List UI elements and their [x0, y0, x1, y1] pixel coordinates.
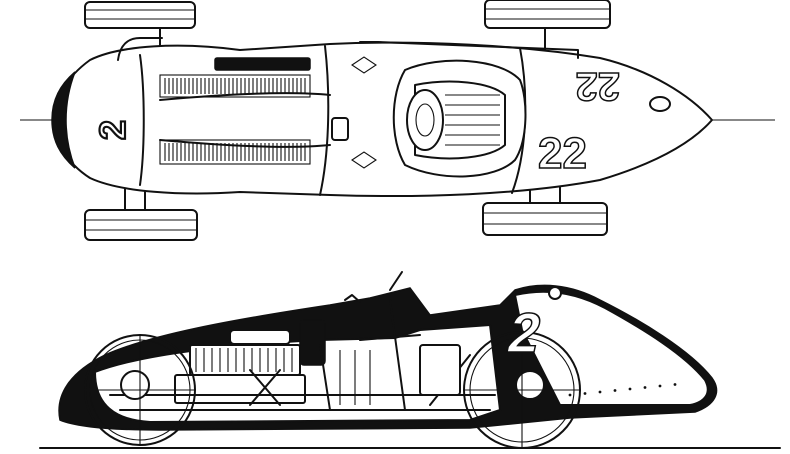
- top-front-left-wheel: [84, 1, 196, 56]
- top-louvers-mid: [159, 74, 311, 98]
- rivet: [643, 386, 647, 389]
- top-louvers-lower: [159, 139, 311, 165]
- top-nose-vent: [649, 96, 671, 112]
- rivet: [628, 387, 632, 391]
- steering-wheel: [406, 89, 444, 151]
- top-exhaust: [117, 37, 163, 61]
- rivet: [613, 389, 617, 392]
- top-panel-line-2: [319, 45, 330, 196]
- side-view: 2: [39, 271, 781, 449]
- rivet: [658, 384, 662, 388]
- side-rear-wheel: [463, 331, 581, 449]
- rivet: [598, 390, 602, 394]
- side-front-axle-hub: [120, 370, 150, 400]
- top-view: 2 22 22: [20, 0, 775, 241]
- fuel-filler: [331, 117, 349, 141]
- side-mirror: [344, 294, 361, 303]
- top-nose-number: 2: [92, 120, 133, 140]
- rivet: [538, 396, 542, 400]
- top-emblem-2: [351, 151, 377, 169]
- side-rear-axle-hub: [515, 370, 545, 400]
- side-tail-filler: [548, 286, 562, 300]
- side-tail-rivets: [538, 383, 677, 400]
- rivet: [553, 395, 557, 398]
- rivet: [568, 393, 572, 397]
- top-panel-line-1: [139, 54, 145, 186]
- top-rear-left-wheel: [484, 0, 611, 51]
- top-side-line-lower: [159, 139, 331, 148]
- top-rear-right-wheel: [482, 184, 608, 236]
- top-side-number: 22: [538, 129, 587, 178]
- side-fuel-tank: [419, 344, 461, 396]
- rivet: [673, 383, 677, 386]
- top-cockpit: [359, 41, 579, 178]
- side-tail-panel: [513, 290, 709, 406]
- side-windscreen: [389, 271, 403, 291]
- side-front-wheel: [84, 334, 196, 446]
- top-front-right-wheel: [84, 184, 198, 241]
- rivet: [583, 392, 587, 395]
- top-emblem-1: [351, 56, 377, 74]
- top-grille: [51, 71, 76, 169]
- top-deck-number: 22: [576, 64, 621, 108]
- top-louvers-upper: [214, 57, 311, 71]
